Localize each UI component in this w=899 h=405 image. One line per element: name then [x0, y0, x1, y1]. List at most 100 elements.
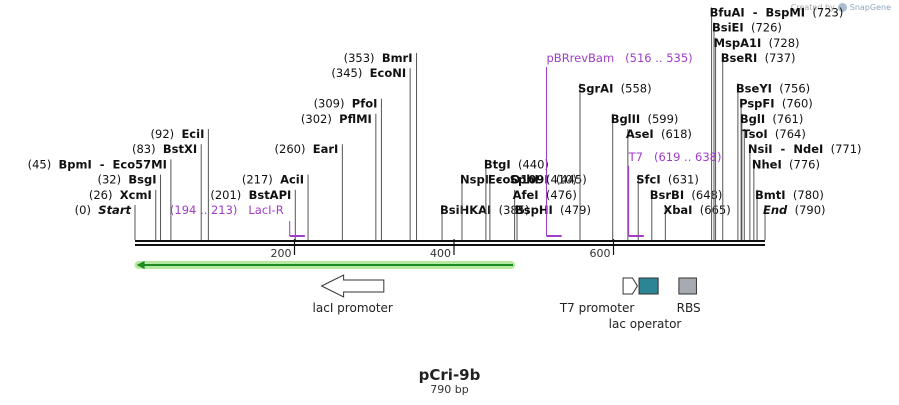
enzyme-name: AfeI: [513, 188, 539, 202]
orf-arrowhead: [136, 261, 145, 269]
enzyme-name: BsiEI: [712, 21, 744, 35]
primer-range: (516 .. 535): [625, 51, 693, 65]
enzyme-name: BglI: [740, 112, 765, 126]
enzyme-position: (260): [275, 142, 313, 156]
enzyme-label-bfuai-bspmi: BfuAI - BspMI (723): [710, 5, 844, 19]
enzyme-position: (440): [511, 157, 549, 171]
enzyme-position: (723): [805, 5, 843, 19]
axis-tick-label-200: 200: [271, 247, 292, 260]
enzyme-sites: (0) Start(26) XcmI(32) BsgI (45) BpmI - E…: [28, 5, 862, 240]
enzyme-label-asei: AseI (618): [626, 127, 692, 141]
enzyme-name: PspFI: [739, 97, 774, 111]
enzyme-name: BfuAI - BspMI: [710, 5, 806, 19]
enzyme-label-end: End (790): [763, 203, 826, 217]
enzyme-label-nspi-sphi: NspI - SphI (410): [460, 173, 577, 187]
enzyme-name: BpmI - Eco57MI: [59, 157, 167, 171]
enzyme-position: (479): [553, 203, 591, 217]
primer-annotations: (194 .. 213) LacI-R pBRrevBam (516 .. 535…: [170, 51, 722, 237]
feature-shape-laci-promoter: [320, 274, 385, 298]
enzyme-label-bmri: (353) BmrI: [344, 51, 413, 65]
enzyme-position: (201): [210, 188, 248, 202]
plasmid-length: 790 bp: [430, 383, 469, 396]
enzyme-position: (345): [331, 66, 369, 80]
enzyme-name: PfoI: [352, 97, 378, 111]
enzyme-position: (726): [744, 21, 782, 35]
enzyme-name: NheI: [752, 157, 782, 171]
primer-name: LacI-R: [248, 203, 283, 217]
enzyme-position: (302): [301, 112, 339, 126]
enzyme-name: BsrBI: [650, 188, 684, 202]
enzyme-name: BstXI: [163, 142, 197, 156]
primer-range: (619 .. 638): [654, 150, 722, 164]
enzyme-position: (761): [765, 112, 803, 126]
enzyme-label-bsihkai: BsiHKAI (385): [440, 203, 530, 217]
enzyme-label-bsiei: BsiEI (726): [712, 21, 782, 35]
orf-track: [134, 261, 516, 269]
enzyme-name: BglII: [611, 112, 641, 126]
enzyme-name: MspA1I: [714, 36, 762, 50]
enzyme-name: BseYI: [736, 81, 772, 95]
primer-label-t7: T7 (619 .. 638): [628, 150, 722, 164]
primer-name: pBRrevBam: [547, 51, 626, 65]
enzyme-label-bseri: BseRI (737): [721, 51, 796, 65]
enzyme-position: (353): [344, 51, 382, 65]
enzyme-label-bsgi: (32) BsgI: [97, 173, 156, 187]
enzyme-label-afei: AfeI (476): [513, 188, 577, 202]
credit-brand: SnapGene: [849, 3, 891, 12]
enzyme-name: XbaI: [663, 203, 692, 217]
snapgene-credit: Created by SnapGene: [791, 3, 891, 12]
enzyme-label-bseyi: BseYI (756): [736, 81, 810, 95]
enzyme-label-bstapi: (201) BstAPI: [210, 188, 291, 202]
enzyme-name: BtgI: [484, 157, 511, 171]
enzyme-position: (780): [786, 188, 824, 202]
enzyme-name: BspHI: [515, 203, 553, 217]
enzyme-name: EarI: [313, 142, 339, 156]
enzyme-position: (618): [654, 127, 692, 141]
enzyme-name: EcoO109I: [488, 173, 549, 187]
enzyme-name: EcoNI: [370, 66, 406, 80]
primer-range: (194 .. 213): [170, 203, 248, 217]
enzyme-label-pflmi: (302) PflMI: [301, 112, 372, 126]
enzyme-label-eari: (260) EarI: [275, 142, 339, 156]
enzyme-position: (631): [661, 173, 699, 187]
enzyme-position: (32): [97, 173, 128, 187]
enzyme-name: End: [763, 203, 788, 217]
enzyme-name: AciI: [280, 173, 304, 187]
enzyme-label-pfoi: (309) PfoI: [314, 97, 378, 111]
enzyme-label-start: (0) Start: [75, 203, 132, 217]
enzyme-label-xcmi: (26) XcmI: [89, 188, 152, 202]
enzyme-position: (737): [757, 51, 795, 65]
enzyme-name: BseRI: [721, 51, 758, 65]
enzyme-position: (385): [491, 203, 529, 217]
enzyme-position: (648): [684, 188, 722, 202]
feature-label-rbs: RBS: [677, 301, 701, 315]
enzyme-position: (776): [782, 157, 820, 171]
enzyme-name: EciI: [181, 127, 204, 141]
feature-label-lac-operator: lac operator: [609, 317, 682, 331]
enzyme-position: (790): [787, 203, 825, 217]
enzyme-position: (558): [613, 81, 651, 95]
enzyme-label-tsoi: TsoI (764): [742, 127, 806, 141]
enzyme-label-bsrbi: BsrBI (648): [650, 188, 723, 202]
enzyme-name: BmrI: [382, 51, 413, 65]
enzyme-label-acii: (217) AciI: [242, 173, 304, 187]
enzyme-label-xbai: XbaI (665): [663, 203, 730, 217]
enzyme-label-bgli: BglI (761): [740, 112, 803, 126]
snapgene-logo-icon: [837, 3, 847, 12]
primer-name: T7: [628, 150, 654, 164]
enzyme-name: PflMI: [339, 112, 372, 126]
feature-shape-lac-operator: [638, 277, 659, 295]
enzyme-label-bstxi: (83) BstXI: [132, 142, 197, 156]
enzyme-label-econi: (345) EcoNI: [331, 66, 406, 80]
axis-tick-label-600: 600: [590, 247, 611, 260]
enzyme-position: (728): [761, 36, 799, 50]
plasmid-title: pCri-9b: [418, 366, 481, 384]
enzyme-position: (45): [28, 157, 59, 171]
credit-prefix: Created by: [790, 3, 835, 12]
enzyme-label-mspa1i: MspA1I (728): [714, 36, 800, 50]
primer-label-laci-r: (194 .. 213) LacI-R: [170, 203, 284, 217]
enzyme-position: (476): [539, 188, 577, 202]
enzyme-label-nhei: NheI (776): [752, 157, 820, 171]
